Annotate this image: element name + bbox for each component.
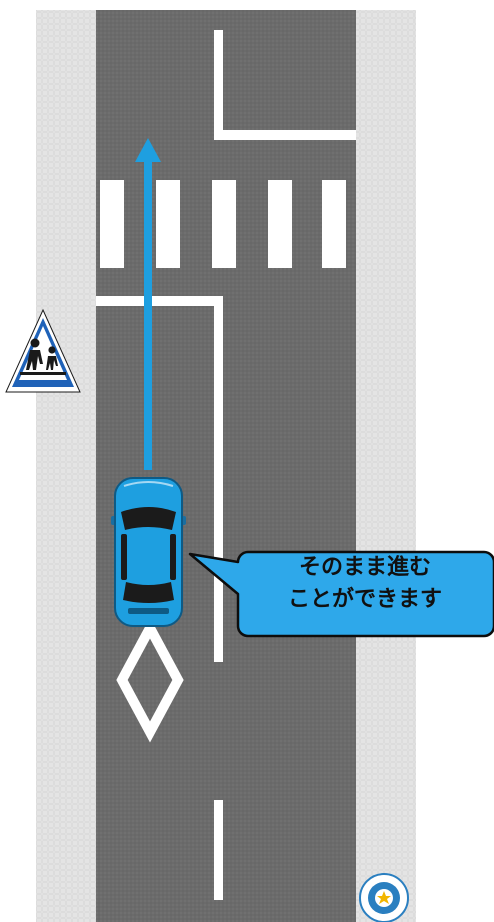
- center-dash: [214, 800, 223, 900]
- callout-line-1: そのまま進む: [298, 555, 431, 580]
- school-crossing-sign-icon: [5, 308, 81, 393]
- left-sidewalk: [36, 10, 96, 922]
- car-icon: [111, 477, 186, 627]
- safety-emblem-icon: [359, 873, 409, 922]
- callout-line-2: ことができます: [287, 587, 442, 612]
- right-sidewalk: [356, 10, 416, 922]
- road: [96, 10, 356, 922]
- crosswalk: [100, 180, 346, 268]
- diamond-marking: [116, 617, 184, 743]
- lane-markings-top: [214, 30, 356, 140]
- callout-text: そのまま進む ことができます: [240, 552, 490, 616]
- speech-bubble: [188, 550, 494, 638]
- straight-arrow-icon: [135, 138, 161, 470]
- stop-line: [96, 296, 223, 662]
